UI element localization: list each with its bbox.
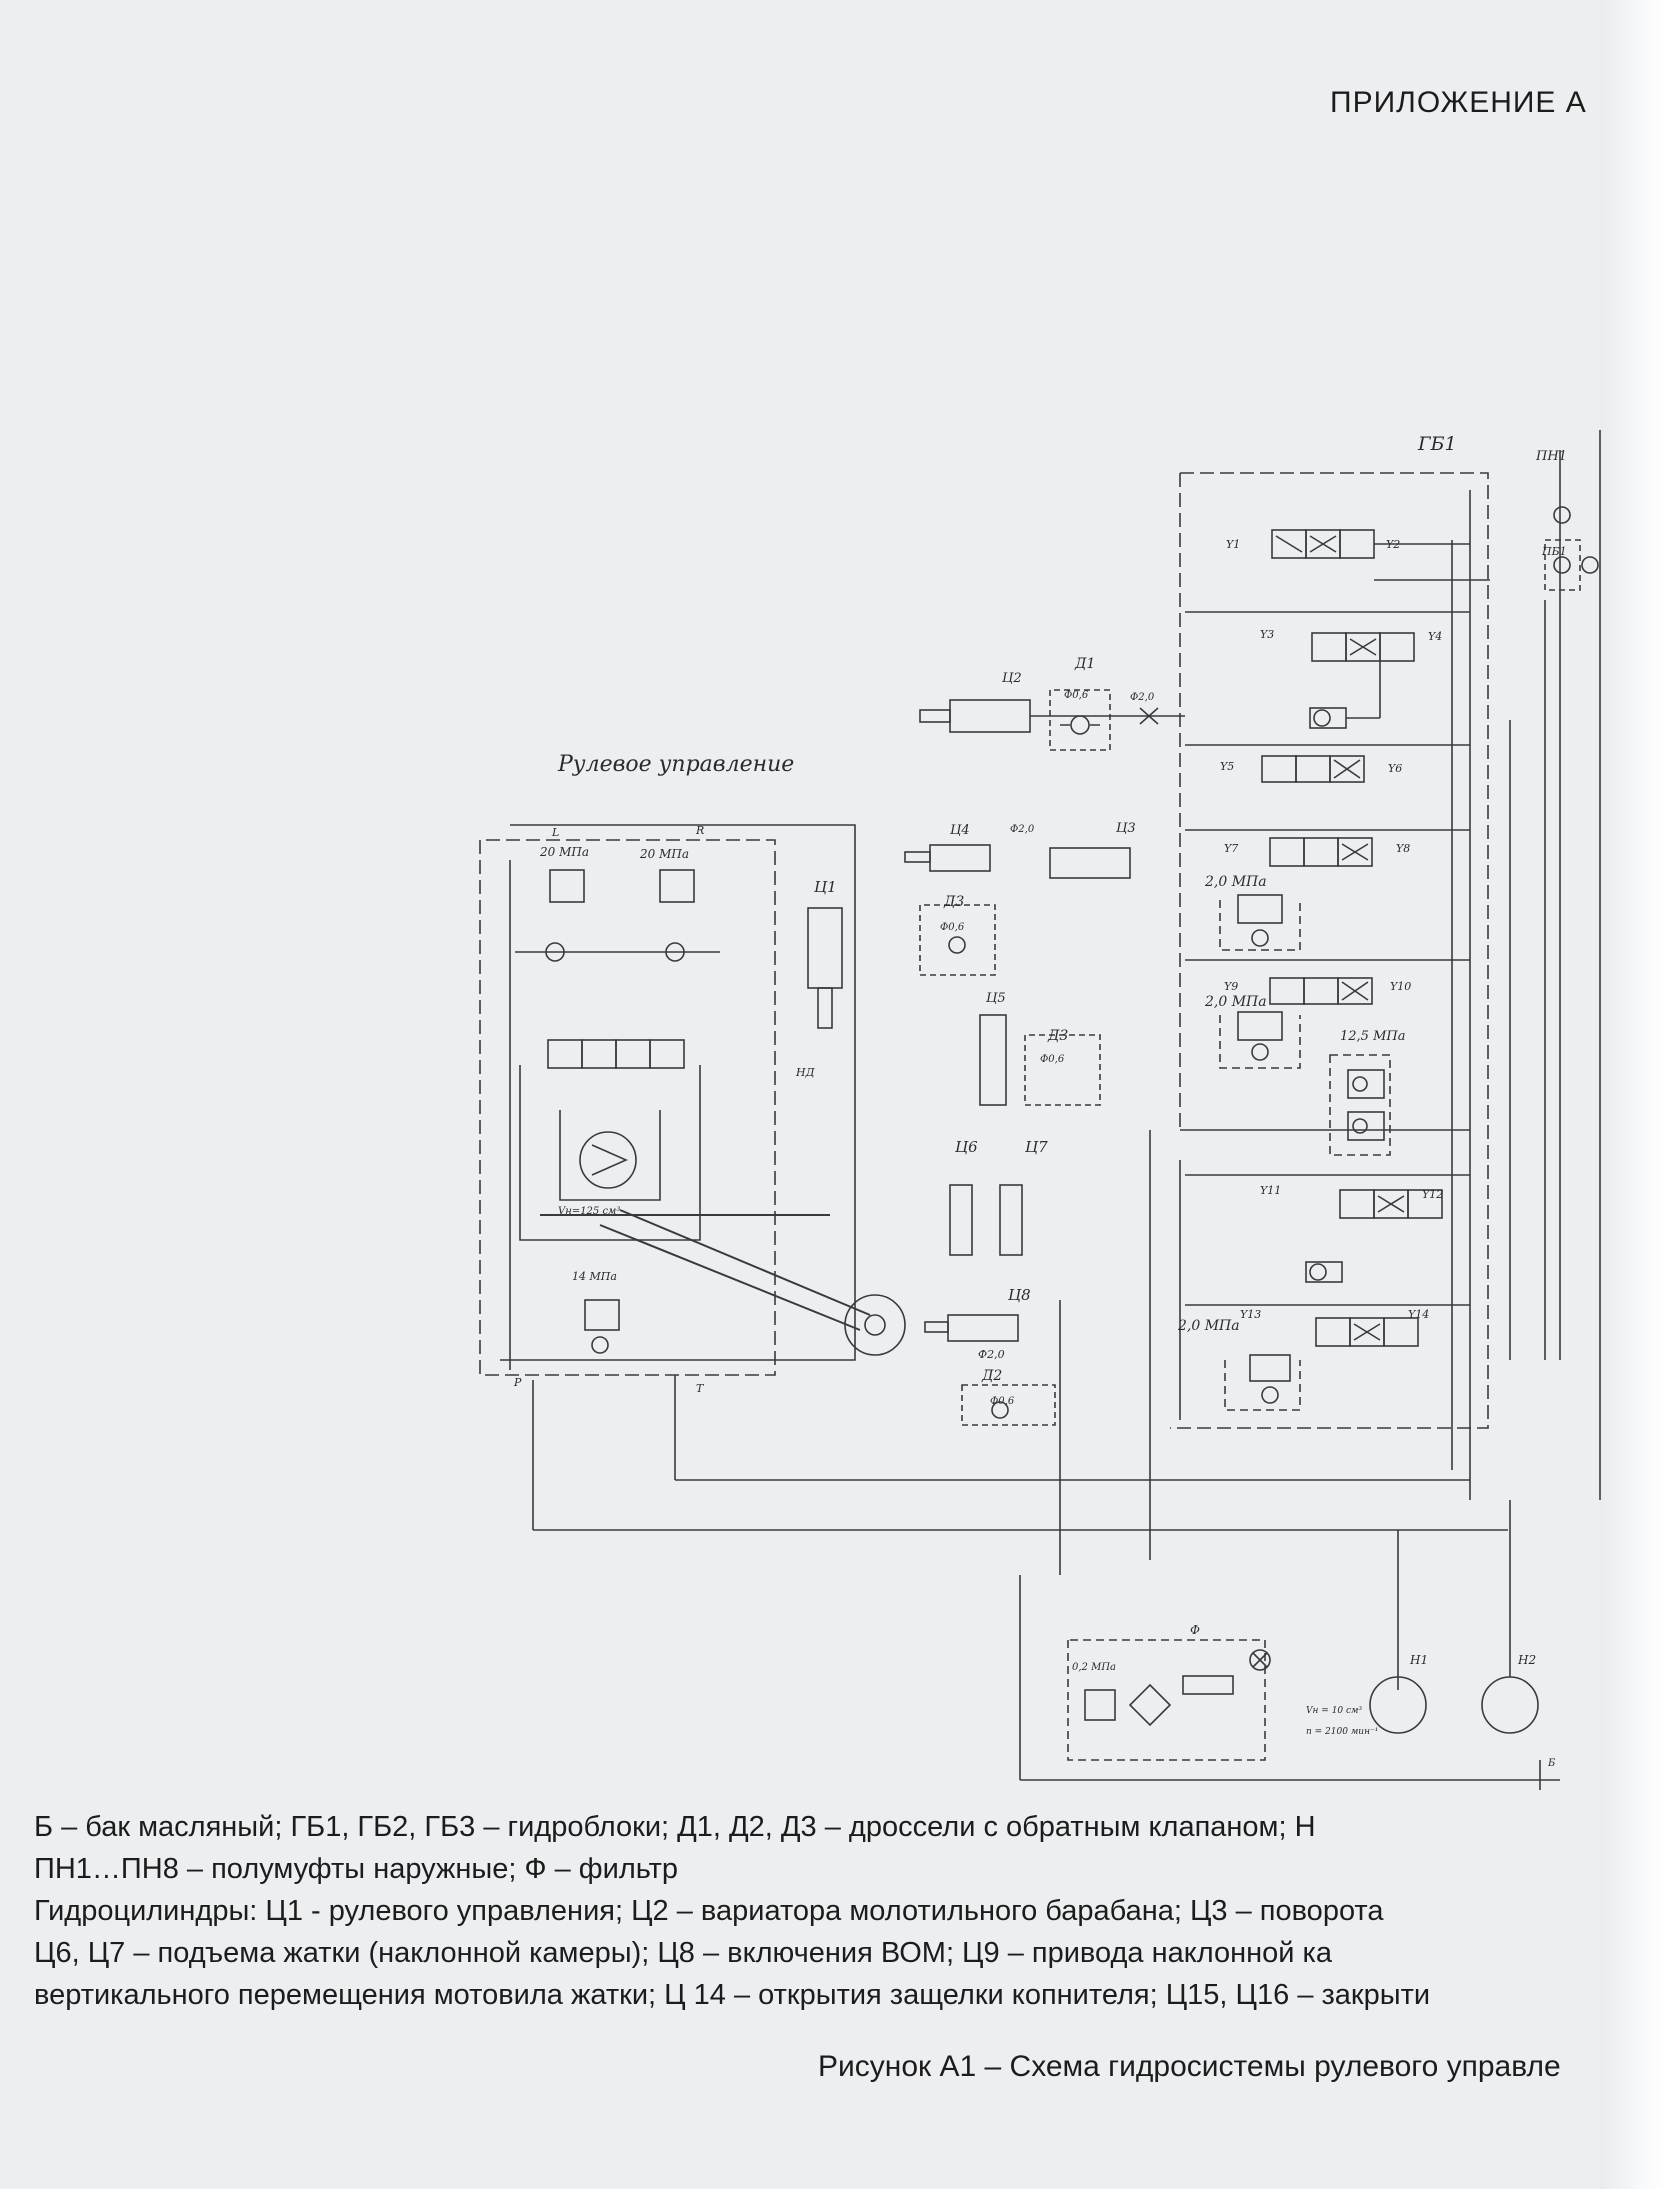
legend-line-2: ПН1…ПН8 – полумуфты наружные; Ф – фильтр — [34, 1853, 679, 1885]
label-y12: Y12 — [1422, 1188, 1443, 1201]
label-y9: Y9 — [1224, 980, 1238, 993]
label-press-y13: 2,0 МПа — [1177, 1318, 1240, 1334]
label-pump-n1: Н1 — [1409, 1653, 1428, 1667]
label-c3: Ц3 — [1116, 821, 1136, 836]
label-y4: Y4 — [1428, 630, 1442, 643]
legend-line-4: Ц6, Ц7 – подъема жатки (наклонной камеры… — [34, 1937, 1332, 1969]
label-port-r: R — [695, 824, 704, 837]
label-d3b: Д3 — [1047, 1028, 1068, 1044]
legend-line-1: Б – бак масляный; ГБ1, ГБ2, ГБ3 – гидроб… — [34, 1811, 1316, 1843]
label-press-y9: 2,0 МПа — [1204, 994, 1267, 1010]
label-port-p: P — [513, 1376, 522, 1389]
label-press-filter: 0,2 МПа — [1072, 1662, 1116, 1673]
label-orifice-d3b: Ф0,6 — [1040, 1054, 1065, 1065]
label-motor-vol: Vн=125 см³ — [558, 1206, 620, 1217]
label-press-14: 14 МПа — [572, 1270, 617, 1283]
label-press-l: 20 МПа — [539, 845, 589, 859]
label-orifice-c8: Ф2,0 — [978, 1348, 1005, 1361]
label-orifice-d1: Ф0,6 — [1064, 690, 1089, 701]
hydraulic-schematic: Рулевое управление ГБ1 ПН1 ПБ1 Y1 Y2 Y3 … — [479, 430, 1601, 1790]
label-y2: Y2 — [1386, 538, 1400, 551]
legend-line-3: Гидроцилиндры: Ц1 - рулевого управления;… — [34, 1895, 1384, 1927]
label-pn1: ПН1 — [1535, 449, 1567, 464]
label-c8: Ц8 — [1008, 1286, 1031, 1304]
label-y7: Y7 — [1224, 842, 1238, 855]
label-y13: Y13 — [1240, 1308, 1261, 1321]
label-d1: Д1 — [1074, 656, 1095, 672]
label-pump-n1-rpm: n = 2100 мин⁻¹ — [1306, 1727, 1378, 1737]
label-c5: Ц5 — [986, 991, 1006, 1006]
label-orifice-d2: Ф0,6 — [990, 1396, 1015, 1407]
label-y10: Y10 — [1390, 980, 1411, 993]
label-port-l: L — [551, 826, 559, 839]
label-tank: Б — [1547, 1758, 1556, 1769]
label-orifice-d3a: Ф0,6 — [940, 922, 965, 933]
label-press-y7: 2,0 МПа — [1204, 874, 1267, 890]
label-orifice-c4: Ф2,0 — [1010, 824, 1035, 835]
label-d2: Д2 — [981, 1368, 1002, 1384]
label-y8: Y8 — [1396, 842, 1410, 855]
label-c6: Ц6 — [955, 1138, 978, 1156]
label-pump-n1-vol: Vн = 10 см³ — [1306, 1706, 1363, 1716]
label-orifice-d1-out: Ф2,0 — [1130, 692, 1155, 703]
label-pb1: ПБ1 — [1541, 545, 1567, 558]
label-press-125: 12,5 МПа — [1340, 1029, 1405, 1044]
label-c4: Ц4 — [950, 823, 970, 838]
page-edge-shadow — [1600, 0, 1666, 2189]
steering-title: Рулевое управление — [557, 752, 794, 777]
label-press-r: 20 МПа — [639, 847, 689, 861]
label-y11: Y11 — [1260, 1184, 1281, 1197]
legend-line-5: вертикального перемещения мотовила жатки… — [34, 1979, 1431, 2011]
label-c2: Ц2 — [1002, 671, 1022, 686]
gb1-boundary — [1170, 472, 1489, 1429]
label-nd: НД — [795, 1066, 816, 1079]
appendix-header: ПРИЛОЖЕНИЕ А — [1330, 86, 1587, 119]
steering-block-boundary — [479, 839, 776, 1376]
label-pump-n2: Н2 — [1517, 1653, 1536, 1667]
label-d3a: Д3 — [943, 894, 964, 910]
label-y14: Y14 — [1408, 1308, 1429, 1321]
figure-caption: Рисунок А1 – Схема гидросистемы рулевого… — [818, 2050, 1561, 2083]
label-gb1: ГБ1 — [1417, 433, 1457, 455]
label-c1: Ц1 — [814, 878, 837, 896]
label-filter: Ф — [1190, 1623, 1200, 1637]
legend: Б – бак масляный; ГБ1, ГБ2, ГБ3 – гидроб… — [34, 1806, 1614, 2016]
label-c7: Ц7 — [1025, 1138, 1048, 1156]
label-y3: Y3 — [1260, 628, 1274, 641]
label-y6: Y6 — [1388, 762, 1402, 775]
label-port-t: T — [696, 1382, 705, 1395]
label-y1: Y1 — [1226, 538, 1240, 551]
label-y5: Y5 — [1220, 760, 1234, 773]
